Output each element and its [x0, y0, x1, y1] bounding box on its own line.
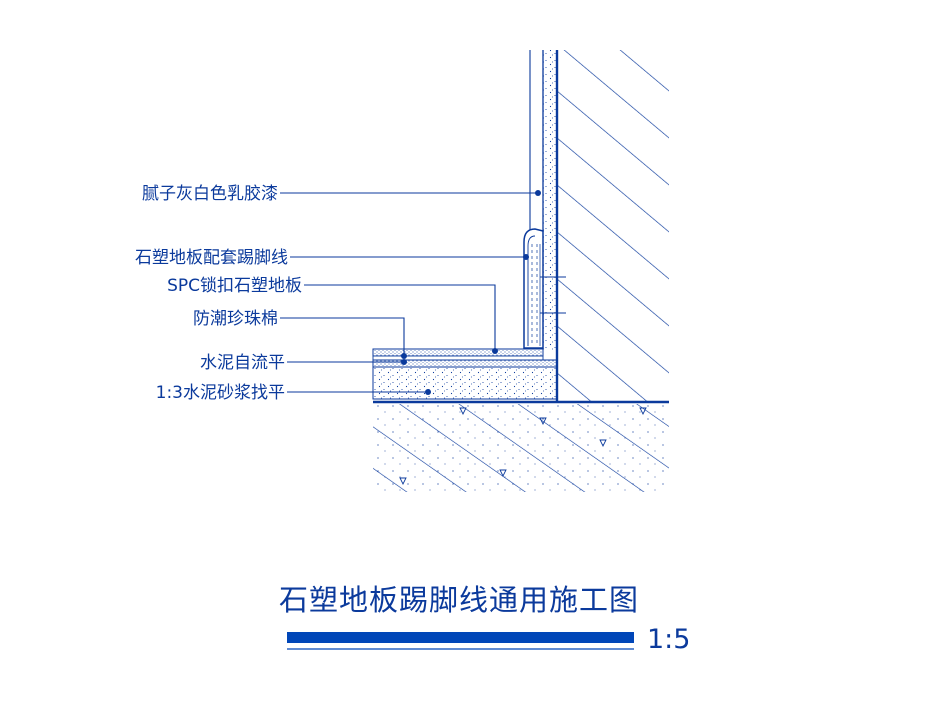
label-foam: 防潮珍珠棉: [193, 309, 278, 329]
label-skirting: 石塑地板配套踢脚线: [135, 248, 288, 268]
floor-layers: [372, 348, 669, 404]
label-mortar: 1:3水泥砂浆找平: [156, 383, 285, 403]
leader-dots: [401, 190, 541, 395]
drawing-title: 石塑地板踢脚线通用施工图: [279, 583, 639, 617]
leader-lines: [280, 192, 538, 393]
wall-structure: [555, 50, 669, 402]
title-underline-thick: [287, 632, 634, 643]
drawing-scale: 1:5: [647, 624, 690, 655]
label-wall-paint: 腻子灰白色乳胶漆: [142, 184, 278, 204]
ground-slab: [373, 404, 669, 492]
skirting-board: [523, 228, 566, 349]
label-self-leveling: 水泥自流平: [200, 353, 285, 373]
wall-putty-layer: [529, 50, 557, 350]
label-spc-floor: SPC锁扣石塑地板: [167, 276, 302, 296]
